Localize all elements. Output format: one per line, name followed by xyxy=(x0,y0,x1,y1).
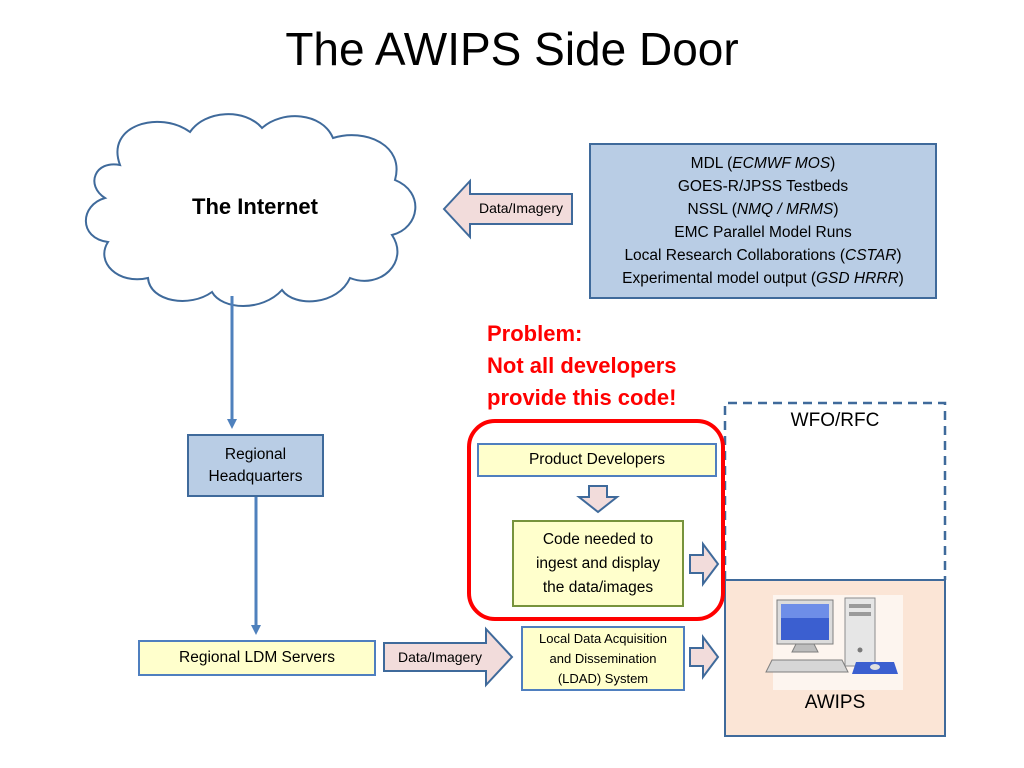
page-title: The AWIPS Side Door xyxy=(285,23,739,75)
source-line: EMC Parallel Model Runs xyxy=(674,224,852,241)
regional-headquarters-box: Regional Headquarters xyxy=(187,434,324,497)
code-needed-line: the data/images xyxy=(542,578,654,596)
source-line: Local Research Collaborations (CSTAR) xyxy=(624,247,902,264)
awips-label: AWIPS xyxy=(804,692,866,713)
code-needed-line: Code needed to xyxy=(542,530,654,548)
product-developers-label: Product Developers xyxy=(528,451,666,468)
problem-line: Not all developers xyxy=(487,353,677,378)
ldad-line: Local Data Acquisition xyxy=(539,630,667,646)
regional-ldm-label: Regional LDM Servers xyxy=(179,649,335,666)
data-imagery-top-label: Data/Imagery xyxy=(478,200,564,216)
problem-heading: Problem: xyxy=(487,321,583,346)
ldad-system-box: Local Data Acquisition and Dissemination… xyxy=(521,626,685,691)
source-line: Experimental model output (GSD HRRR) xyxy=(622,270,904,287)
regional-hq-line: Regional xyxy=(224,445,287,463)
code-needed-box: Code needed to ingest and display the da… xyxy=(512,520,684,607)
regional-hq-line: Headquarters xyxy=(208,467,303,485)
source-line: NSSL (NMQ / MRMS) xyxy=(687,201,839,218)
wfo-region xyxy=(723,401,947,580)
wfo-rfc-label: WFO/RFC xyxy=(790,410,880,431)
problem-callout: Problem: Not all developers provide this… xyxy=(487,318,677,414)
regional-ldm-servers-box: Regional LDM Servers xyxy=(138,640,376,676)
data-imagery-bottom-label: Data/Imagery xyxy=(397,649,483,665)
ldad-line: (LDAD) System xyxy=(557,670,649,686)
problem-highlight-box xyxy=(467,419,725,621)
source-line: GOES-R/JPSS Testbeds xyxy=(677,178,849,195)
code-needed-line: ingest and display xyxy=(535,554,661,572)
data-imagery-top-arrow xyxy=(442,178,573,240)
problem-line: provide this code! xyxy=(487,385,677,410)
code-to-wfo-arrow xyxy=(689,541,720,587)
internet-cloud xyxy=(84,113,417,307)
internet-label: The Internet xyxy=(192,194,318,219)
product-developers-box: Product Developers xyxy=(477,443,717,477)
source-line: MDL (ECMWF MOS) xyxy=(690,155,836,172)
computer-icon xyxy=(765,595,903,690)
data-sources-box: MDL (ECMWF MOS) GOES-R/JPSS Testbeds NSS… xyxy=(589,143,937,299)
data-imagery-bottom-arrow xyxy=(383,626,514,688)
ldad-to-awips-arrow xyxy=(689,634,720,680)
down-arrow xyxy=(576,485,620,514)
ldad-line: and Dissemination xyxy=(549,650,657,666)
